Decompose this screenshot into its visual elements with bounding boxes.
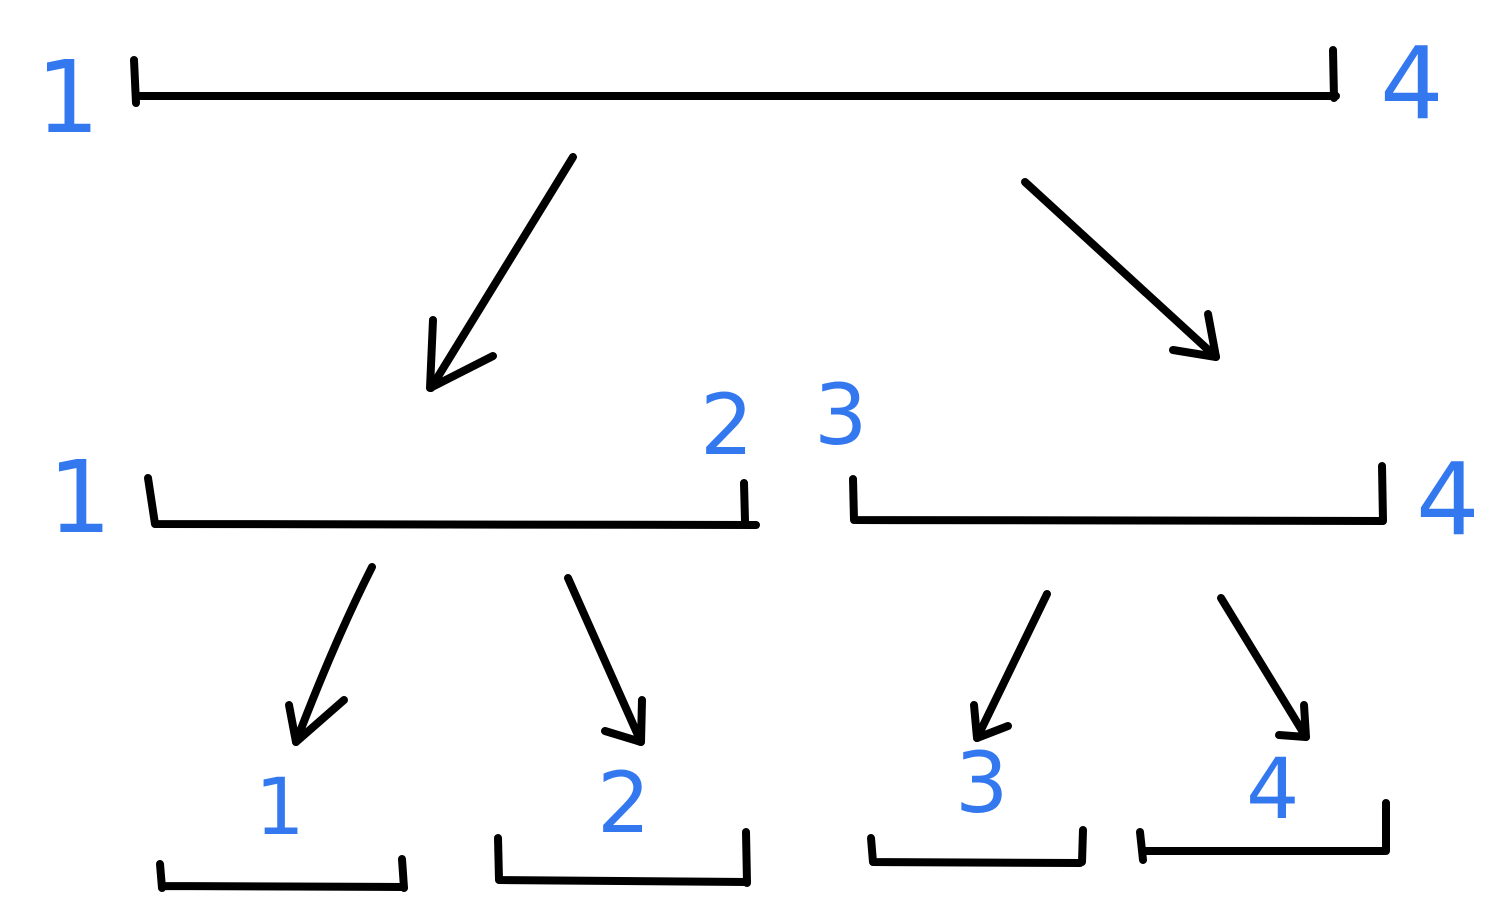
arrow-head [426,316,497,392]
right-segment: 3 4 [814,366,1480,558]
leaf-segment-4: 4 [1136,740,1390,864]
leaf-3-bracket [867,826,1087,867]
leaf-1-bracket [156,855,408,892]
leaf-segment-1: 1 [156,763,408,892]
left-segment-left-label: 1 [48,439,112,556]
arrow-right-to-leaf-3 [970,590,1051,742]
arrow-shaft [973,590,1051,742]
right-segment-left-label: 3 [814,366,867,464]
left-segment: 1 2 [48,376,760,556]
root-segment: 1 4 [36,25,1444,156]
root-right-label: 4 [1380,25,1444,142]
left-segment-bracket [144,474,760,529]
arrow-shaft [427,153,577,392]
right-segment-right-label: 4 [1416,441,1480,558]
leaf-3-label: 3 [955,734,1008,832]
arrow-head [601,696,646,746]
arrow-shaft [1021,178,1220,361]
leaf-2-bracket [494,828,751,887]
leaf-segment-3: 3 [867,734,1087,867]
root-segment-bracket [130,46,1340,107]
leaf-4-label: 4 [1246,740,1299,838]
left-segment-right-label: 2 [700,376,753,474]
arrow-shaft [564,574,645,746]
leaf-segment-2: 2 [494,754,751,887]
root-left-label: 1 [36,39,100,156]
leaf-1-label: 1 [255,763,305,853]
leaf-4-bracket [1136,799,1390,864]
arrow-head [970,701,1012,742]
arrow-head [285,696,348,746]
arrow-shaft [1217,594,1310,741]
arrow-right-to-leaf-4 [1217,594,1310,741]
arrow-root-to-left [426,153,577,392]
arrow-head [1169,310,1220,361]
arrow-left-to-leaf-1 [285,563,376,746]
right-segment-bracket [849,462,1387,525]
leaf-2-label: 2 [597,754,650,852]
arrow-head [1275,701,1310,741]
arrow-shaft [292,563,376,746]
arrow-left-to-leaf-2 [564,574,646,746]
arrow-root-to-right [1021,178,1220,361]
